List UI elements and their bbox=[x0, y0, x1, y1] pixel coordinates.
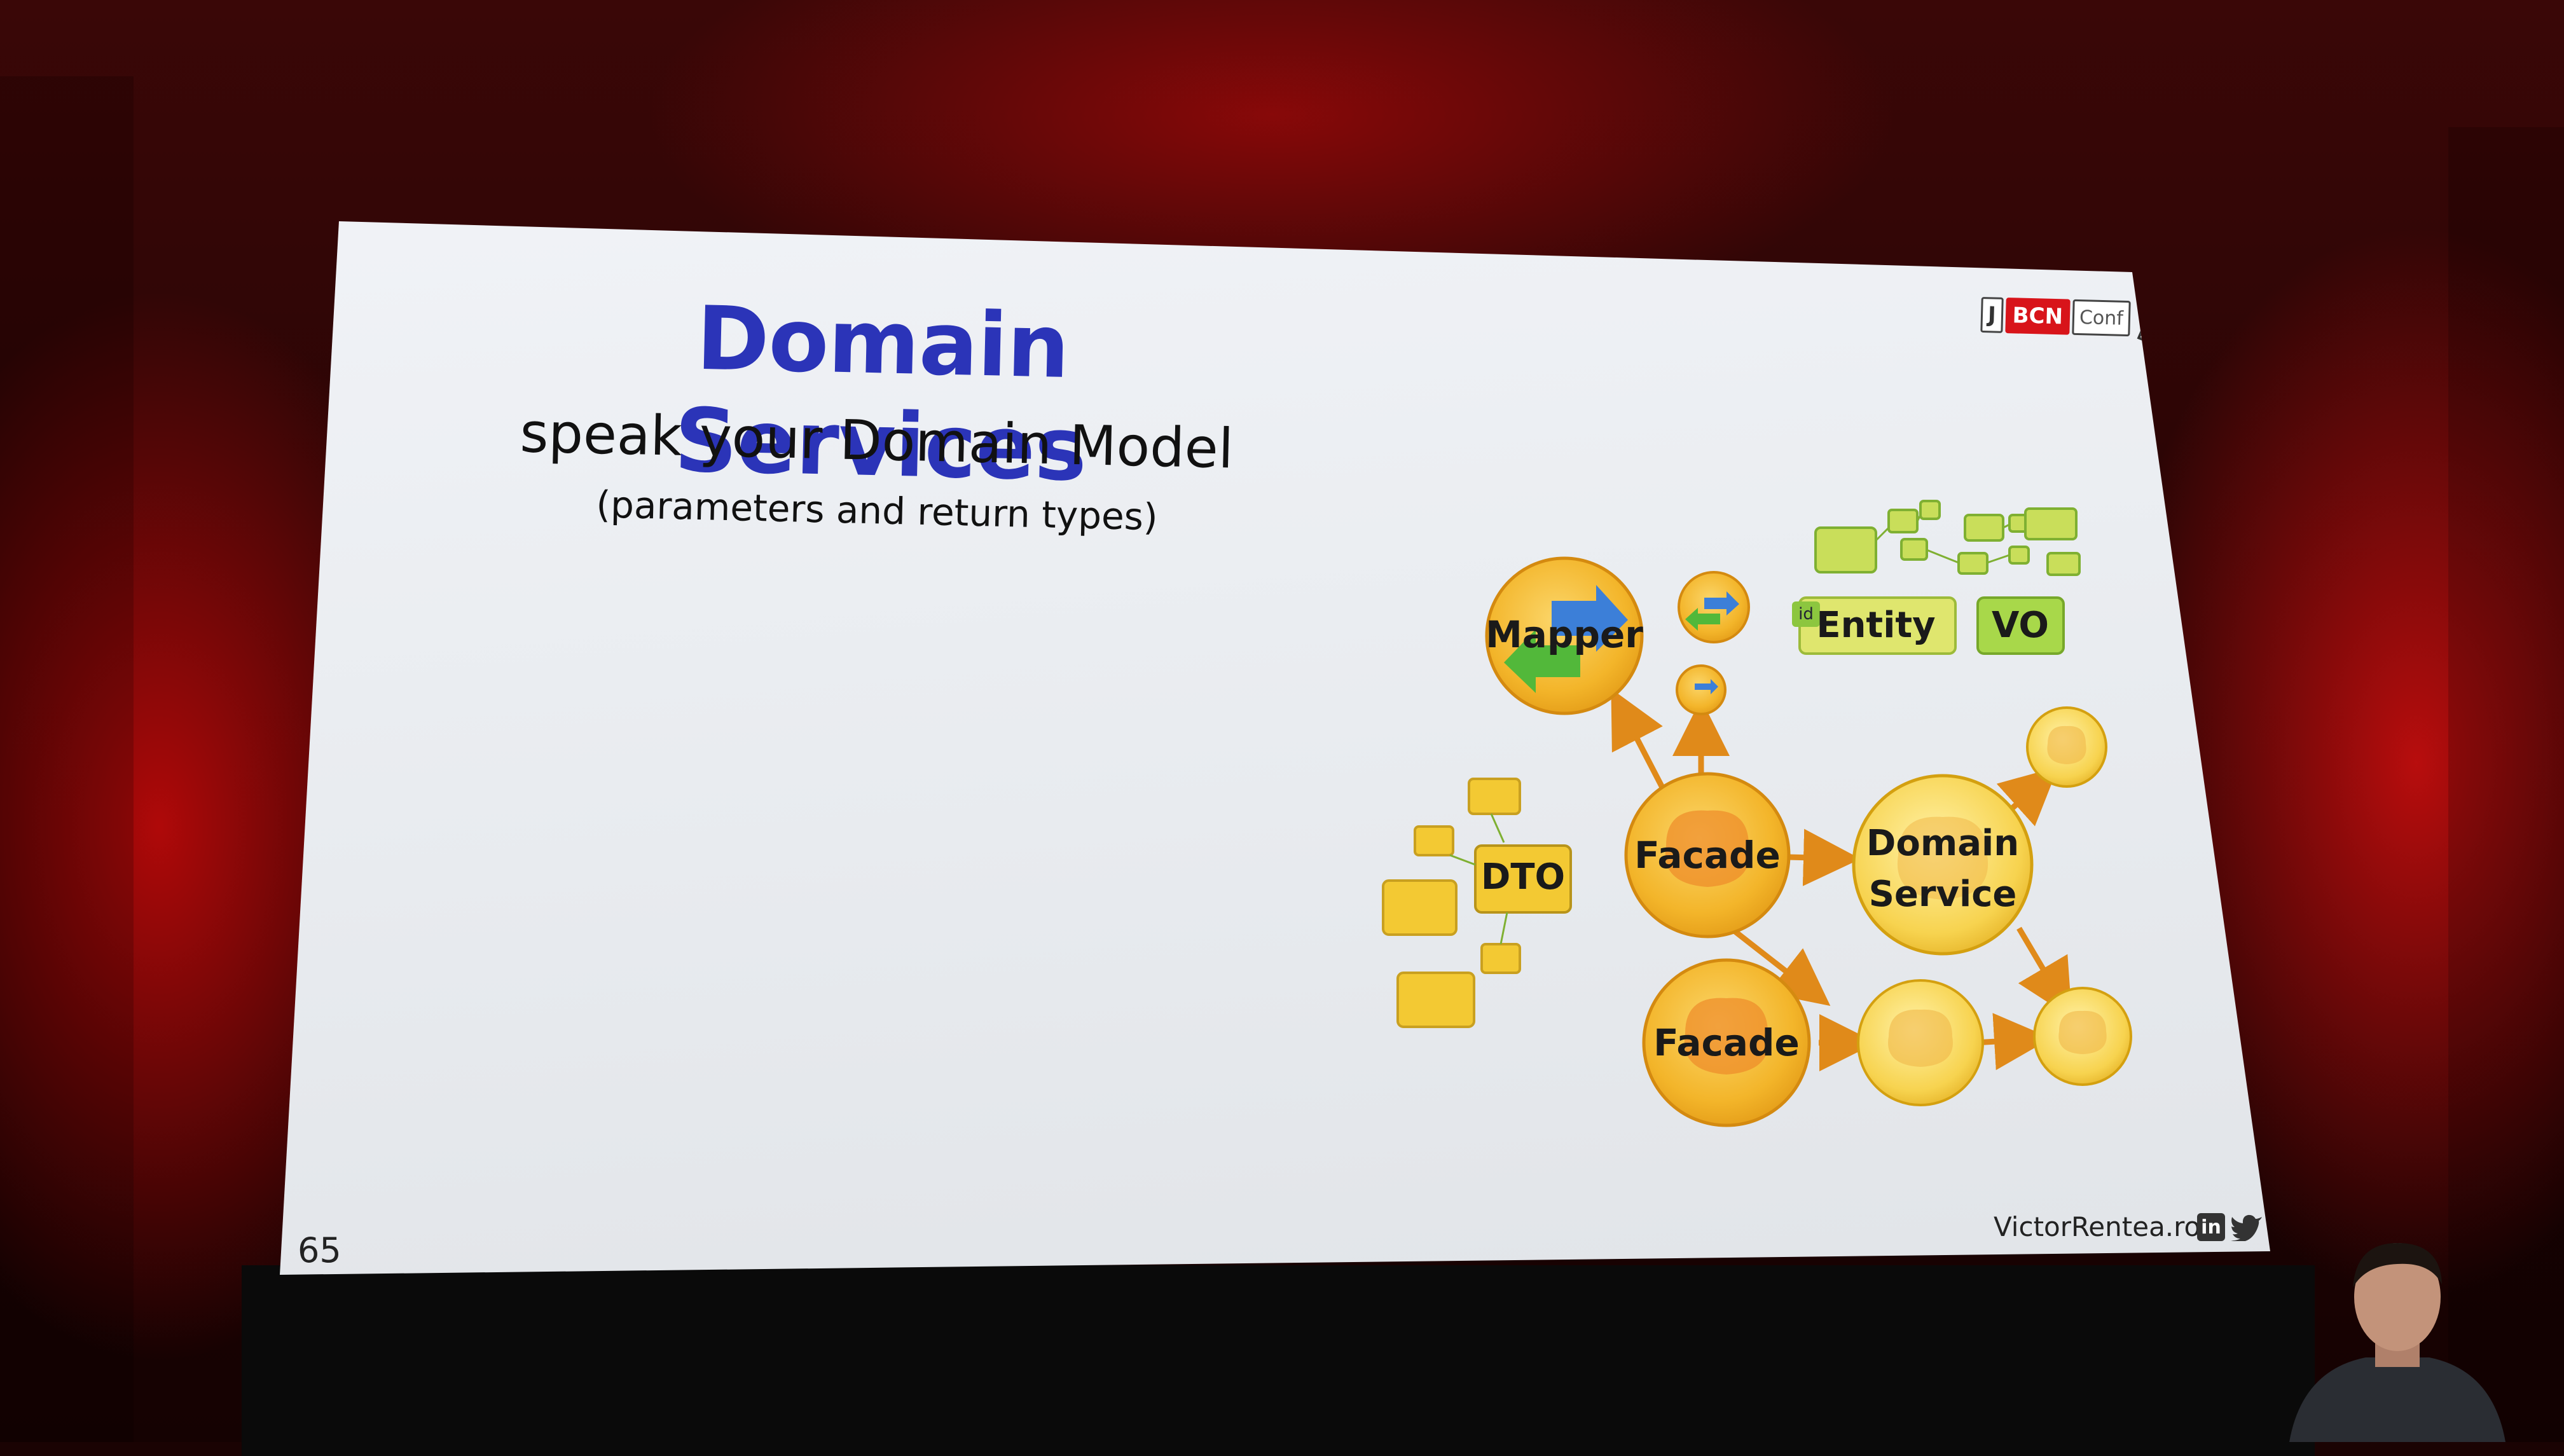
twitter-icon bbox=[2231, 1214, 2262, 1241]
entity-cluster bbox=[1814, 500, 2081, 576]
linkedin-icon: in bbox=[2197, 1213, 2225, 1241]
entity-box: id Entity bbox=[1792, 596, 1957, 655]
dto-cluster bbox=[1382, 778, 1521, 1028]
vo-label: VO bbox=[1992, 605, 2049, 646]
social-icons: in bbox=[2197, 1213, 2263, 1241]
small-mapper-node bbox=[1678, 571, 1750, 643]
facade-top-label: Facade bbox=[1634, 834, 1781, 877]
brain-icon bbox=[1888, 1009, 1953, 1067]
stage-shadow bbox=[242, 1265, 2315, 1456]
dto-links bbox=[1449, 813, 1508, 945]
author-credit: VictorRentea.ro bbox=[1994, 1211, 2201, 1242]
swap-arrows-icon bbox=[1504, 585, 1628, 693]
facade-bottom-label: Facade bbox=[1653, 1021, 1800, 1064]
wall-panel bbox=[2448, 127, 2564, 1442]
logo-bcn: BCN bbox=[2004, 297, 2071, 335]
architecture-diagram: id Entity VO Mapper bbox=[1382, 500, 2132, 1127]
brain-icon bbox=[1684, 998, 1769, 1075]
facade-node-top: Facade bbox=[1624, 772, 1791, 938]
entity-label: Entity bbox=[1816, 605, 1935, 646]
entity-cluster-links bbox=[1875, 514, 2010, 564]
dto-box: DTO bbox=[1474, 844, 1572, 914]
domain-service-node: Domain Service bbox=[1852, 774, 2034, 956]
domain-service-label-2: Service bbox=[1869, 874, 2017, 915]
mapper-label: Mapper bbox=[1485, 613, 1643, 656]
tiny-mapper-node bbox=[1676, 664, 1727, 715]
dto-label: DTO bbox=[1481, 856, 1565, 898]
brain-icon bbox=[1665, 810, 1750, 887]
speaker-person bbox=[2289, 1243, 2505, 1442]
mapper-node: Mapper bbox=[1485, 556, 1644, 715]
domain-service-label-1: Domain bbox=[1866, 823, 2019, 864]
diagram-arrows bbox=[1611, 689, 2072, 1071]
brain-icon bbox=[1897, 816, 1988, 900]
entity-id-label: id bbox=[1798, 605, 1814, 624]
wall-panel bbox=[0, 76, 134, 1442]
facade-node-bottom: Facade bbox=[1642, 958, 1811, 1127]
brain-node-middle bbox=[1857, 979, 1984, 1106]
brain-node-right bbox=[2033, 987, 2132, 1086]
brain-icon bbox=[2047, 725, 2086, 764]
slide-number: 65 bbox=[298, 1230, 341, 1270]
small-brain-node bbox=[2026, 706, 2107, 788]
logo-j: J bbox=[1980, 296, 2004, 333]
brain-icon bbox=[2058, 1010, 2107, 1054]
vo-box: VO bbox=[1976, 596, 2065, 655]
logo-conf: Conf bbox=[2072, 299, 2131, 337]
